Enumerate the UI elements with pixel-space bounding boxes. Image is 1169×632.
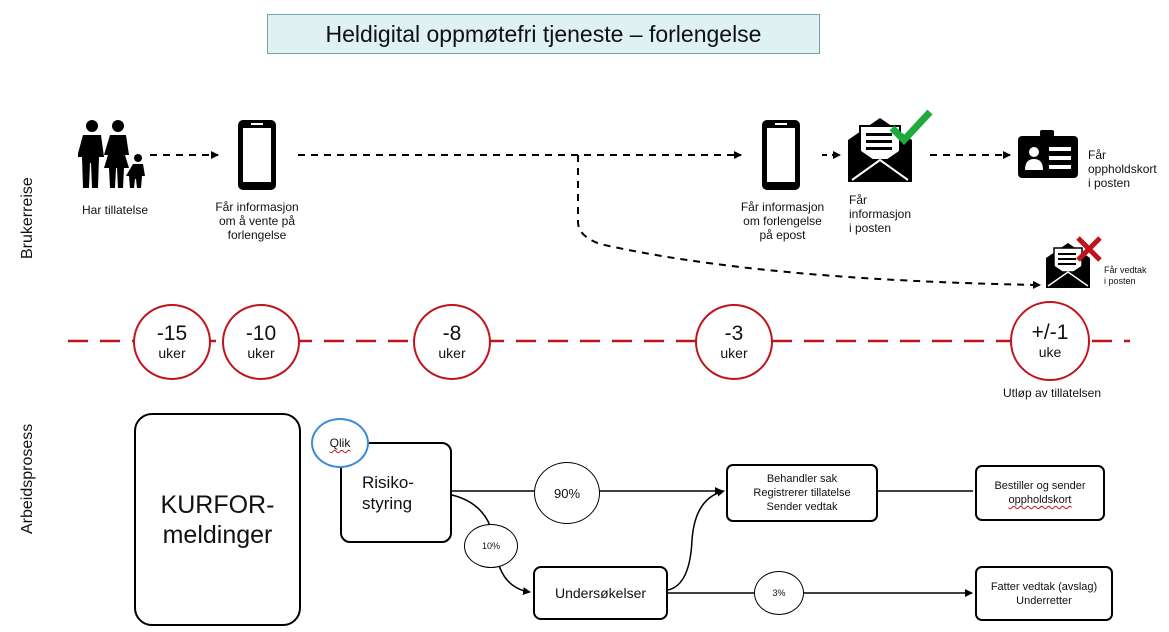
percent-3: 3%	[754, 571, 804, 615]
caption-har-tillatelse: Har tillatelse	[81, 203, 149, 217]
percent-10: 10%	[464, 524, 518, 568]
caption-utlop: Utløp av tillatelsen	[1002, 386, 1102, 400]
mail-checked-icon	[848, 109, 933, 182]
percent-90: 90%	[534, 462, 600, 524]
box-kurfor-meldinger: KURFOR-meldinger	[134, 413, 301, 626]
phone-icon-1	[238, 120, 276, 190]
box-risikostyring: Risiko-styring	[340, 442, 452, 543]
arrow-undersokelser-to-behandler	[667, 488, 725, 591]
family-icon	[78, 120, 145, 188]
checkmark-icon	[889, 109, 933, 146]
cross-icon	[1076, 236, 1102, 262]
phone-icon-2	[762, 120, 800, 190]
arrow-branch-to-vedtak	[577, 155, 1041, 289]
box-fatter-vedtak: Fatter vedtak (avslag)Underretter	[975, 566, 1113, 621]
box-undersokelser: Undersøkelser	[533, 566, 668, 620]
mail-rejected-icon	[1046, 236, 1102, 288]
diagram-title: Heldigital oppmøtefri tjeneste – forleng…	[267, 14, 820, 54]
qlik-badge: Qlik	[311, 418, 369, 468]
id-card-icon	[1018, 130, 1078, 178]
